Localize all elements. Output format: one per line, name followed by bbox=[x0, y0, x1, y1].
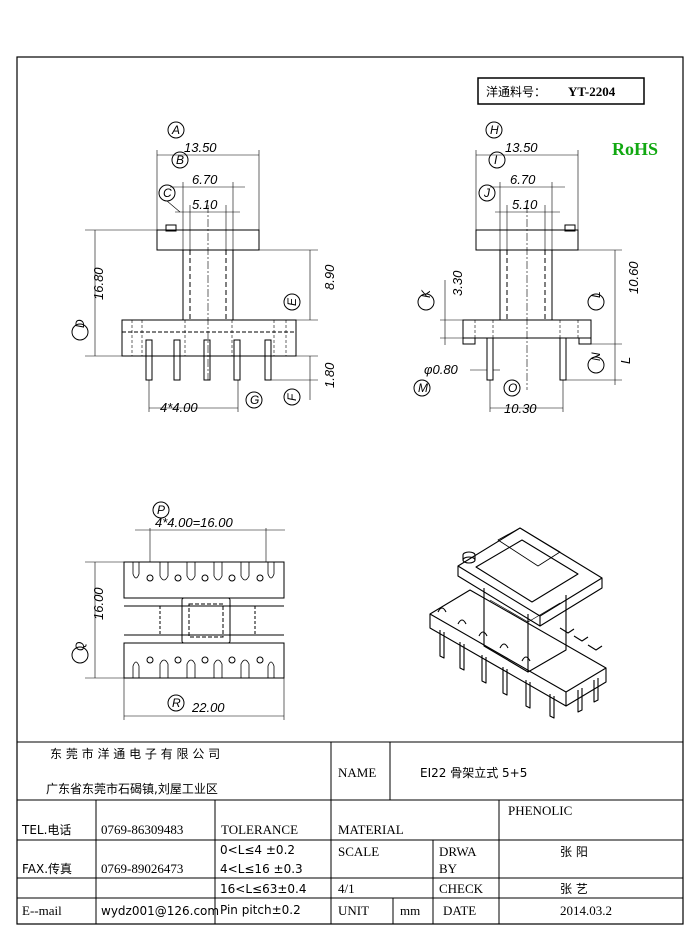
top-view bbox=[71, 501, 285, 720]
material-value: PHENOLIC bbox=[508, 803, 572, 818]
part-number-label: 洋通料号： bbox=[486, 84, 546, 99]
side-dim-mid: 6.70 bbox=[510, 172, 536, 187]
marker-r: R bbox=[172, 696, 181, 710]
front-dim-core: 5.10 bbox=[192, 197, 218, 212]
drawn-value: 张 阳 bbox=[560, 845, 588, 859]
front-dim-mid: 6.70 bbox=[192, 172, 218, 187]
top-dim-pitch: 4*4.00=16.00 bbox=[155, 515, 233, 530]
tolerance-line-2: 4<L≤16 ±0.3 bbox=[220, 862, 303, 876]
marker-q: Q bbox=[73, 642, 87, 651]
marker-h: H bbox=[490, 123, 499, 137]
tolerance-line-3: 16<L≤63±0.4 bbox=[220, 882, 306, 896]
company-name: 东 莞 市 洋 通 电 子 有 限 公 司 bbox=[50, 746, 220, 761]
marker-b: B bbox=[176, 153, 184, 167]
side-dim-k: 3.30 bbox=[450, 270, 465, 296]
marker-e: E bbox=[285, 297, 299, 306]
date-label: DATE bbox=[443, 903, 476, 918]
name-value: EI22 骨架立式 5+5 bbox=[420, 765, 527, 780]
tel-label: TEL.电话 bbox=[21, 823, 71, 837]
marker-m: M bbox=[418, 381, 428, 395]
side-dim-width: 13.50 bbox=[505, 140, 538, 155]
unit-value: mm bbox=[400, 903, 420, 918]
part-number-value: YT-2204 bbox=[568, 84, 616, 99]
side-dim-pin-diameter: φ0.80 bbox=[424, 362, 459, 377]
marker-f: F bbox=[285, 393, 299, 401]
side-dim-n: L bbox=[618, 357, 633, 364]
front-dim-pitch: 4*4.00 bbox=[160, 400, 198, 415]
front-base bbox=[121, 319, 297, 357]
front-view-labels: A B C D E F G 13.50 6.70 5.10 16.80 8.90… bbox=[73, 123, 337, 415]
front-dim-height: 16.80 bbox=[91, 267, 106, 300]
marker-p: P bbox=[157, 503, 165, 517]
check-label: CHECK bbox=[439, 881, 484, 896]
fax-label: FAX.传真 bbox=[22, 861, 72, 876]
marker-c: C bbox=[163, 186, 172, 200]
front-view bbox=[71, 121, 318, 412]
side-dim-core: 5.10 bbox=[512, 197, 538, 212]
top-dim-width: 22.00 bbox=[191, 700, 225, 715]
rohs-mark: RoHS bbox=[612, 139, 658, 159]
marker-o: O bbox=[508, 381, 517, 395]
front-dim-right-height: 8.90 bbox=[322, 264, 337, 290]
unit-label: UNIT bbox=[338, 903, 369, 918]
front-dim-pin-length: 1.80 bbox=[322, 362, 337, 388]
marker-l: L bbox=[589, 291, 603, 298]
date-value: 2014.03.2 bbox=[560, 903, 612, 918]
email-label: E--mail bbox=[22, 903, 62, 918]
tolerance-line-1: 0<L≤4 ±0.2 bbox=[220, 843, 295, 857]
top-dim-depth: 16.00 bbox=[91, 587, 106, 620]
marker-a: A bbox=[171, 123, 180, 137]
tolerance-line-4: Pin pitch±0.2 bbox=[220, 903, 301, 917]
marker-j: J bbox=[483, 186, 491, 200]
scale-value: 4/1 bbox=[338, 881, 355, 896]
company-address: 广东省东莞市石碣镇,刘屋工业区 bbox=[46, 781, 218, 796]
part-number-box: 洋通料号： YT-2204 bbox=[477, 77, 645, 105]
marker-d: D bbox=[73, 319, 87, 328]
side-view-labels: H I J K L M N O 13.50 6.70 5.10 3.30 10.… bbox=[418, 123, 641, 416]
side-base bbox=[462, 319, 592, 339]
marker-n: N bbox=[589, 352, 603, 361]
scale-label: SCALE bbox=[338, 844, 379, 859]
tolerance-label: TOLERANCE bbox=[221, 822, 298, 837]
title-block-text: 东 莞 市 洋 通 电 子 有 限 公 司 广东省东莞市石碣镇,刘屋工业区 NA… bbox=[21, 746, 612, 918]
marker-k: K bbox=[419, 289, 433, 298]
side-view bbox=[413, 121, 622, 412]
marker-g: G bbox=[250, 393, 259, 407]
isometric-view bbox=[429, 527, 607, 719]
title-block bbox=[17, 741, 683, 924]
name-label: NAME bbox=[338, 765, 376, 780]
front-dim-width: 13.50 bbox=[184, 140, 217, 155]
marker-i: I bbox=[494, 153, 498, 167]
check-value: 张 艺 bbox=[560, 882, 588, 896]
tel-value: 0769-86309483 bbox=[101, 822, 183, 837]
material-label: MATERIAL bbox=[338, 822, 404, 837]
drawn-label-1: DRWA bbox=[439, 844, 477, 859]
side-dim-pin-span: 10.30 bbox=[504, 401, 537, 416]
top-view-labels: P Q R 4*4.00=16.00 16.00 22.00 bbox=[73, 503, 233, 715]
email-value: wydz001@126.com bbox=[101, 904, 219, 918]
sheet-border bbox=[16, 56, 684, 925]
fax-value: 0769-89026473 bbox=[101, 861, 183, 876]
drawn-label-2: BY bbox=[439, 861, 458, 876]
side-dim-l: 10.60 bbox=[626, 261, 641, 294]
